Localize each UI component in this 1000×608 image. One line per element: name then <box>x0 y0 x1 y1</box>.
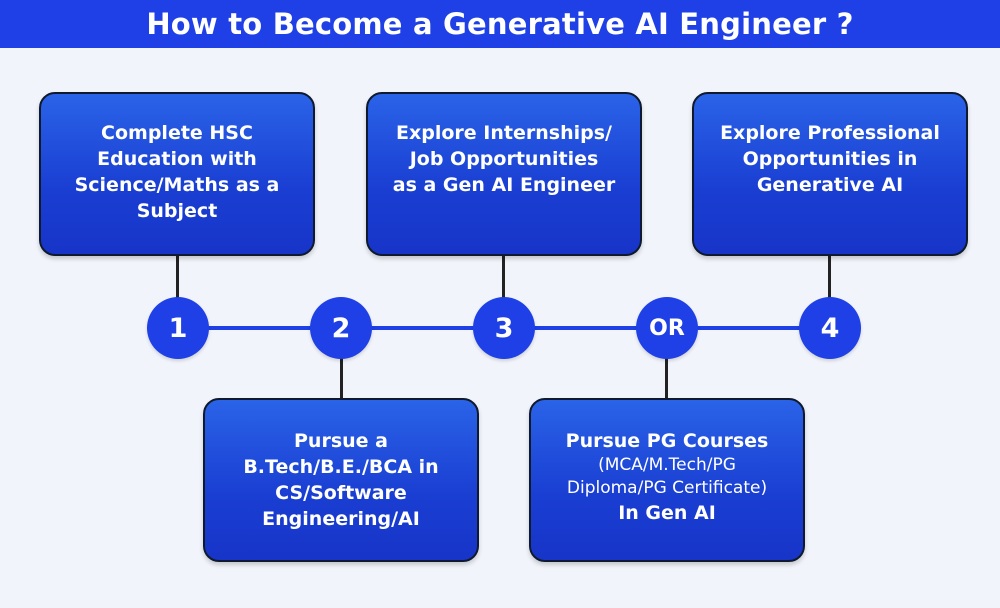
card-text-line: Explore Internships/ <box>396 122 612 144</box>
card-detail-line: (MCA/M.Tech/PG <box>598 455 736 475</box>
step-node-4: 4 <box>799 297 861 359</box>
card-text-line: B.Tech/B.E./BCA in <box>243 456 439 478</box>
step-node-label: 2 <box>331 312 351 344</box>
card-text-line: Science/Maths as a <box>74 174 280 196</box>
connector-step-4 <box>828 256 831 306</box>
card-text-line: CS/Software <box>275 482 407 504</box>
card-text-line: Generative AI <box>756 174 904 196</box>
step-node-label: OR <box>649 315 685 341</box>
card-text-line: Education with <box>97 148 257 170</box>
card-footer: In Gen AI <box>618 502 716 524</box>
connector-step-2 <box>340 350 343 400</box>
connector-step-1 <box>176 256 179 306</box>
step-node-1: 1 <box>147 297 209 359</box>
connector-step-3 <box>502 256 505 306</box>
page-title: How to Become a Generative AI Engineer ? <box>146 7 854 41</box>
step-card-professional: Explore Professional Opportunities in Ge… <box>692 92 968 256</box>
step-card-pg-courses: Pursue PG Courses (MCA/M.Tech/PG Diploma… <box>529 398 805 562</box>
card-text-line: Pursue a <box>294 430 388 452</box>
connector-step-or <box>665 350 668 400</box>
step-node-label: 4 <box>820 312 840 344</box>
card-text-line: Opportunities in <box>742 148 918 170</box>
card-text-line: Engineering/AI <box>262 508 420 530</box>
step-node-2: 2 <box>310 297 372 359</box>
step-node-or: OR <box>636 297 698 359</box>
step-card-internships: Explore Internships/ Job Opportunities a… <box>366 92 642 256</box>
step-node-label: 1 <box>168 312 188 344</box>
step-card-hsc: Complete HSC Education with Science/Math… <box>39 92 315 256</box>
card-text-line: as a Gen AI Engineer <box>392 174 616 196</box>
card-text-line: Subject <box>136 200 218 222</box>
step-node-label: 3 <box>494 312 514 344</box>
step-card-btech: Pursue a B.Tech/B.E./BCA in CS/Software … <box>203 398 479 562</box>
card-text-line: Job Opportunities <box>409 148 599 170</box>
card-text-line: Complete HSC <box>101 122 253 144</box>
step-node-3: 3 <box>473 297 535 359</box>
card-detail-line: Diploma/PG Certificate) <box>566 478 768 498</box>
card-text-line: Explore Professional <box>720 122 940 144</box>
title-banner: How to Become a Generative AI Engineer ? <box>0 0 1000 48</box>
card-heading: Pursue PG Courses <box>565 430 769 452</box>
